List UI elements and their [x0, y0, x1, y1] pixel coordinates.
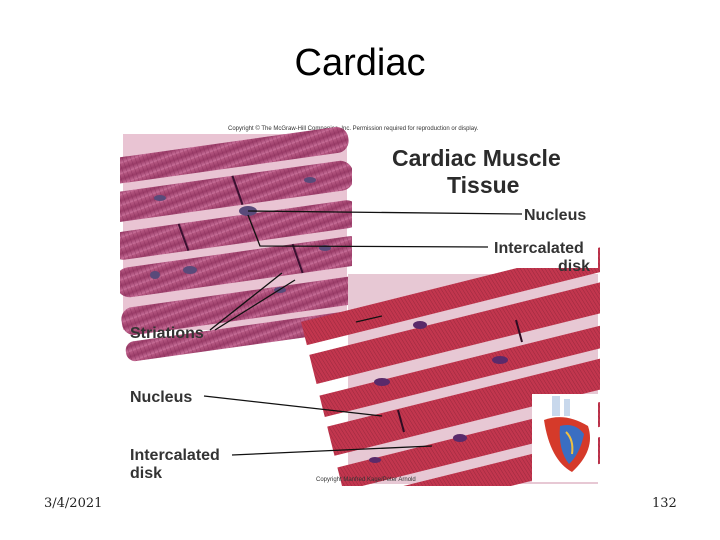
label-intercalated-bottom-line1: Intercalated [130, 447, 220, 464]
leader-lines [203, 210, 523, 456]
figure-title-line2: Tissue [447, 172, 519, 198]
label-intercalated-top-line2: disk [558, 258, 590, 275]
label-intercalated-top-line1: Intercalated [494, 240, 584, 257]
copyright-bottom: Copyright Manfred Kage/Peter Arnold [316, 477, 416, 483]
cardiac-muscle-figure: Copyright © The McGraw-Hill Companies, I… [120, 120, 600, 486]
figure-title-line1: Cardiac Muscle [392, 145, 561, 171]
copyright-top: Copyright © The McGraw-Hill Companies, I… [228, 125, 479, 132]
slide-title: Cardiac [294, 42, 426, 84]
slide-page-number: 132 [652, 496, 677, 511]
label-nucleus-bottom: Nucleus [130, 389, 192, 406]
slide-date: 3/4/2021 [44, 496, 103, 511]
label-striations: Striations [130, 325, 204, 342]
label-intercalated-bottom-line2: disk [130, 465, 162, 482]
heart-icon [532, 394, 598, 482]
label-nucleus-top: Nucleus [524, 207, 586, 224]
